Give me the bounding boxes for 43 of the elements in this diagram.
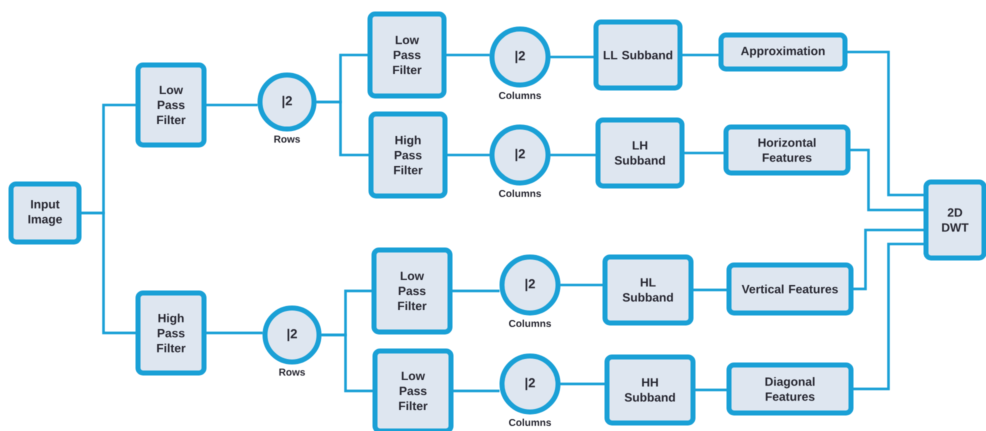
connector-line: [694, 288, 726, 292]
connector-line: [684, 152, 724, 154]
process-box: LH Subband: [596, 118, 684, 188]
process-box: Diagonal Features: [726, 362, 854, 416]
connector-line: [316, 100, 368, 156]
connector-line: [452, 290, 500, 292]
process-box: Horizontal Features: [724, 124, 850, 176]
connector-line: [550, 56, 594, 58]
process-box: High Pass Filter: [368, 112, 448, 198]
process-box: Approximation: [718, 32, 848, 72]
caption-text: Columns: [499, 190, 541, 198]
process-box: Input Image: [8, 182, 82, 244]
caption-text: Rows: [274, 136, 300, 143]
process-box: LL Subband: [594, 20, 682, 90]
connector-line: [206, 332, 262, 334]
connector-line: [206, 104, 258, 106]
process-box: Low Pass Filter: [368, 12, 446, 98]
connector-line: [854, 228, 924, 290]
process-box: Low Pass Filter: [136, 62, 207, 148]
connector-line: [82, 212, 136, 334]
connector-line: [446, 54, 490, 56]
connector-line: [682, 54, 718, 56]
process-box: Low Pass Filter: [372, 247, 452, 334]
caption-text: Columns: [509, 320, 551, 328]
process-box: Vertical Features: [726, 262, 854, 316]
caption-text: Columns: [499, 92, 541, 100]
caption-text: Rows: [279, 368, 305, 376]
connector-line: [454, 390, 500, 392]
process-box: Low Pass Filter: [372, 348, 454, 431]
connector-line: [848, 50, 924, 196]
connector-line: [550, 154, 596, 156]
connector-line: [696, 388, 726, 392]
connector-line: [322, 334, 372, 392]
connector-line: [850, 148, 924, 212]
process-box: 2D DWT: [924, 180, 986, 260]
connector-line: [854, 242, 924, 390]
connector-line: [448, 154, 490, 156]
caption-text: Columns: [509, 418, 551, 426]
process-box: High Pass Filter: [136, 290, 207, 376]
process-box: HL Subband: [602, 254, 694, 326]
connector-line: [560, 382, 604, 386]
process-box: HH Subband: [604, 354, 696, 426]
connector-line: [560, 284, 602, 286]
